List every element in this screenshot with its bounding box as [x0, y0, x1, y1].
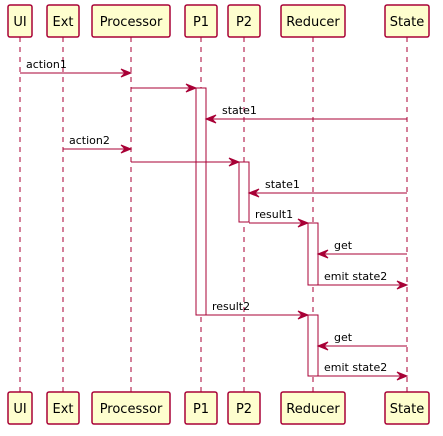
participant-box: [280, 391, 346, 425]
activation-bar-reducer: [307, 222, 319, 286]
participant-label: State: [390, 402, 424, 417]
participant-label: Reducer: [286, 15, 340, 30]
arrow-head-icon: [396, 371, 409, 381]
arrow-head-icon: [396, 280, 409, 290]
participant-ui-top: UI: [7, 4, 33, 38]
activation-bar-p2: [238, 161, 250, 223]
message-label: result2: [212, 300, 250, 313]
participant-label: P2: [236, 15, 252, 30]
message-p2-to-reducer: result1: [249, 208, 310, 228]
participant-box: [91, 4, 171, 38]
participant-p1-bottom: P1: [184, 391, 218, 425]
arrow-head-icon: [297, 310, 310, 320]
message-label: get: [334, 331, 353, 344]
participant-reducer-top: Reducer: [280, 4, 346, 38]
participant-label: UI: [13, 15, 26, 30]
participant-box: [227, 391, 261, 425]
message-label: result1: [255, 208, 293, 221]
message-p1-to-reducer: result2: [206, 300, 310, 320]
participant-label: P1: [193, 15, 209, 30]
activation-bars: [195, 87, 319, 377]
participant-ext-top: Ext: [46, 4, 80, 38]
arrow-head-icon: [316, 249, 329, 259]
message-label: state1: [222, 104, 257, 117]
participant-reducer-bottom: Reducer: [280, 391, 346, 425]
messages: action1 state1 action2 state1 result1 get emit…: [20, 58, 409, 381]
activation-bar-p1: [195, 87, 207, 316]
participant-processor-bottom: Processor: [91, 391, 171, 425]
message-label: action1: [26, 58, 67, 71]
participant-label: P1: [193, 402, 209, 417]
participant-box: [184, 391, 218, 425]
participant-state-top: State: [384, 4, 430, 38]
message-label: emit state2: [324, 270, 387, 283]
participant-processor-top: Processor: [91, 4, 171, 38]
arrow-head-icon: [120, 68, 133, 78]
participant-box: [7, 391, 33, 425]
arrow-head-icon: [316, 341, 329, 351]
participant-box: [46, 391, 80, 425]
message-state-to-reducer: get: [316, 239, 407, 259]
arrow-head-icon: [120, 144, 133, 154]
participant-box: [280, 4, 346, 38]
message-ext-to-processor: action2: [63, 134, 133, 154]
message-state-to-p2: state1: [247, 178, 407, 198]
message-processor-to-p2: [131, 157, 241, 167]
arrow-head-icon: [297, 218, 310, 228]
participant-box: [384, 4, 430, 38]
message-label: get: [334, 239, 353, 252]
arrow-head-icon: [204, 114, 217, 124]
participant-ui-bottom: UI: [7, 391, 33, 425]
participant-box: [7, 4, 33, 38]
participant-box: [91, 391, 171, 425]
participant-label: P2: [236, 402, 252, 417]
participant-label: Reducer: [286, 402, 340, 417]
participant-ext-bottom: Ext: [46, 391, 80, 425]
message-state-to-p1: state1: [204, 104, 407, 124]
message-label: emit state2: [324, 361, 387, 374]
participant-header-row: UI Ext Processor P1 P2 Reducer State: [7, 4, 430, 38]
participant-box: [227, 4, 261, 38]
participant-label: State: [390, 15, 424, 30]
arrow-head-icon: [185, 83, 198, 93]
participant-box: [184, 4, 218, 38]
message-state-to-reducer: get: [316, 331, 407, 351]
participant-footer-row: UI Ext Processor P1 P2 Reducer State: [7, 391, 430, 425]
participant-p1-top: P1: [184, 4, 218, 38]
message-reducer-to-state: emit state2: [318, 270, 409, 290]
message-label: action2: [69, 134, 110, 147]
arrow-head-icon: [228, 157, 241, 167]
participant-box: [384, 391, 430, 425]
participant-box: [46, 4, 80, 38]
message-label: state1: [265, 178, 300, 191]
participant-label: Ext: [52, 402, 73, 417]
participant-p2-top: P2: [227, 4, 261, 38]
message-ui-to-processor: action1: [20, 58, 133, 78]
participant-p2-bottom: P2: [227, 391, 261, 425]
message-processor-to-p1: [131, 83, 198, 93]
message-reducer-to-state: emit state2: [318, 361, 409, 381]
participant-label: Ext: [52, 15, 73, 30]
participant-label: UI: [13, 402, 26, 417]
participant-label: Processor: [100, 15, 163, 30]
participant-state-bottom: State: [384, 391, 430, 425]
arrow-head-icon: [247, 188, 260, 198]
activation-bar-reducer: [307, 314, 319, 377]
participant-label: Processor: [100, 402, 163, 417]
